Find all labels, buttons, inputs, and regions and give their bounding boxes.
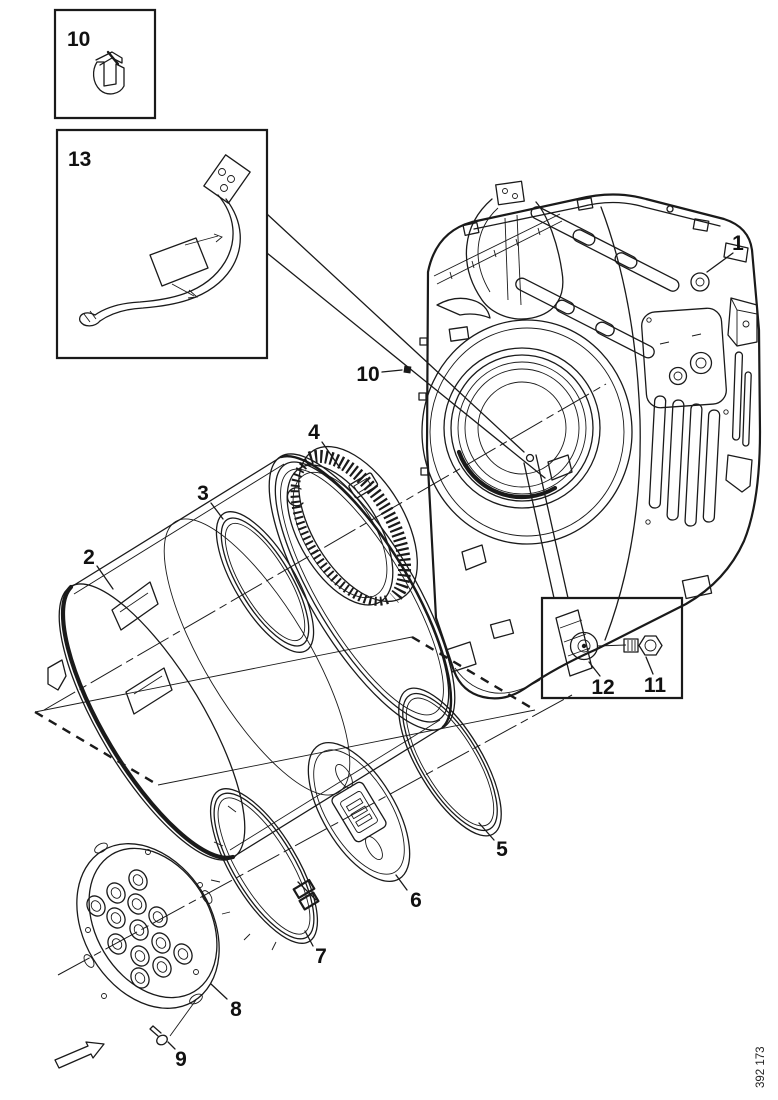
callout-4-label: 4 bbox=[308, 421, 320, 444]
inset-13-label: 13 bbox=[68, 148, 91, 171]
callout-8-leader bbox=[211, 984, 227, 999]
callout-9-leader bbox=[168, 1042, 175, 1049]
harness-flag bbox=[150, 238, 208, 286]
tub-top-slots bbox=[514, 205, 681, 360]
tub-top-clamps bbox=[463, 198, 709, 235]
drum-lifter-top bbox=[112, 582, 158, 630]
rear-ring-drawing bbox=[379, 674, 520, 851]
callout-6-leader bbox=[396, 875, 407, 890]
callout-3-leader bbox=[211, 503, 223, 519]
inset-10-label: 10 bbox=[67, 28, 90, 51]
figure-code: 392 173 bbox=[755, 1046, 767, 1088]
retaining-clip-icon bbox=[94, 52, 124, 94]
outer-tub-drawing bbox=[403, 181, 760, 698]
sensor-inset-box: 12 11 bbox=[542, 598, 682, 699]
callout-3-label: 3 bbox=[197, 482, 209, 505]
tub-side-panel bbox=[641, 307, 728, 408]
callout-12-leader bbox=[589, 662, 600, 676]
direction-arrow-icon bbox=[55, 1042, 104, 1068]
tub-side-slots bbox=[649, 352, 751, 526]
ribbed-ring-drawing bbox=[266, 427, 442, 623]
center-axis-upper bbox=[44, 384, 606, 710]
callout-5-leader bbox=[479, 823, 494, 840]
assembly-plane bbox=[35, 637, 535, 785]
tub-top-cover bbox=[466, 199, 562, 319]
callout-6-label: 6 bbox=[410, 889, 422, 912]
callouts: 1 2 3 4 5 6 7 8 9 10 bbox=[83, 232, 744, 1071]
sensor-leader-lines bbox=[524, 455, 568, 598]
inset-13-frame bbox=[57, 130, 267, 358]
ring-clamp-lock bbox=[294, 880, 319, 909]
inset-box-13: 13 bbox=[57, 130, 267, 358]
callout-8-label: 8 bbox=[230, 998, 242, 1021]
door-seal-rings bbox=[444, 348, 600, 508]
harness-leader-lines bbox=[267, 214, 545, 478]
callout-11-leader bbox=[646, 657, 653, 674]
tub-top-channel bbox=[434, 181, 562, 284]
tub-front-hardware bbox=[403, 298, 572, 693]
seal-ring-drawing bbox=[198, 498, 332, 666]
inset-box-10: 10 bbox=[55, 10, 155, 118]
sensor-icon bbox=[556, 610, 626, 676]
callout-2-leader bbox=[97, 566, 113, 589]
callout-5-label: 5 bbox=[496, 838, 508, 861]
callout-9-label: 9 bbox=[175, 1048, 187, 1071]
callout-7-leader bbox=[305, 931, 313, 946]
bolt-icon bbox=[624, 636, 662, 655]
wiring-harness-icon bbox=[80, 155, 251, 326]
callout-1-leader bbox=[707, 253, 733, 272]
drum-lifter-bottom bbox=[126, 668, 172, 714]
tub-door-recess bbox=[422, 320, 632, 544]
callout-10-label: 10 bbox=[356, 363, 379, 386]
drum-drawing bbox=[26, 430, 488, 884]
callout-4-leader bbox=[322, 442, 340, 468]
callout-7-label: 7 bbox=[315, 945, 327, 968]
callout-1-label: 1 bbox=[732, 232, 744, 255]
callout-2-label: 2 bbox=[83, 546, 95, 569]
sensor-boss bbox=[527, 455, 534, 462]
screw-drawing bbox=[150, 1026, 169, 1047]
callout-11-label: 11 bbox=[644, 674, 667, 697]
sensor-box-frame bbox=[542, 598, 682, 698]
ring-clip bbox=[287, 488, 303, 506]
callout-10-leader bbox=[382, 370, 402, 372]
clamp-ring-drawing bbox=[190, 774, 337, 959]
drum-rim-hook bbox=[48, 660, 66, 690]
inset-10-frame bbox=[55, 10, 155, 118]
rear-panel-holes bbox=[83, 867, 195, 992]
callout-12-label: 12 bbox=[591, 676, 614, 699]
tub-corner-brackets bbox=[646, 243, 757, 599]
tub-face-edge bbox=[601, 207, 640, 640]
rear-panel-drawing bbox=[48, 818, 248, 1036]
